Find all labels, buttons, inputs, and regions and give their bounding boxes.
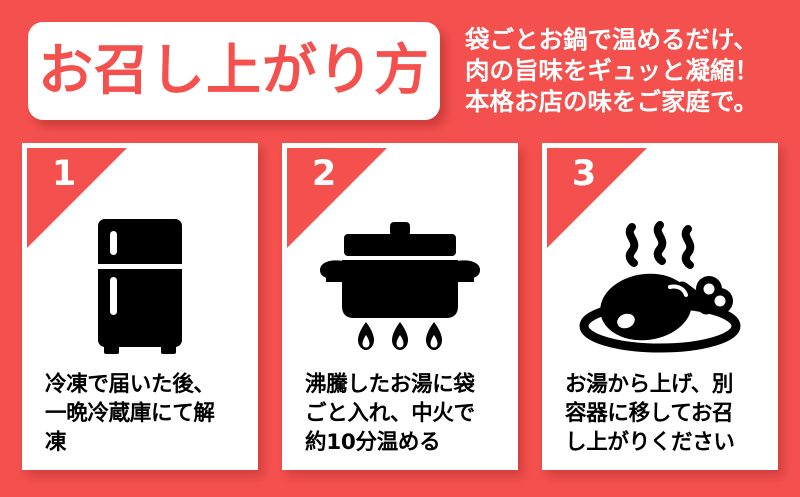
step-text-2-line-3: 約10分温める (305, 430, 441, 455)
header: お召し上がり方 袋ごとお鍋で温めるだけ、 肉の旨味をギュッと凝縮！ 本格お店の味… (0, 0, 800, 135)
step-card-3: 3 (542, 143, 778, 470)
title-badge: お召し上がり方 (28, 22, 440, 120)
step-card-1-inner: 1 冷凍で届いた後、 一晩冷蔵庫にて解 凍 (27, 148, 253, 465)
refrigerator-icon (98, 218, 182, 354)
step-card-2-inner: 2 (287, 148, 513, 465)
step-card-2: 2 (282, 143, 518, 470)
step-number-2: 2 (311, 154, 337, 194)
steps-row: 1 冷凍で届いた後、 一晩冷蔵庫にて解 凍 (0, 143, 800, 473)
step-number-3: 3 (571, 154, 597, 194)
step-icon-area-2 (287, 210, 513, 363)
step-text-1-line-3: 凍 (45, 430, 67, 455)
lede-line-1: 袋ごとお鍋で温めるだけ、 (465, 25, 758, 54)
step-icon-area-3 (547, 210, 773, 363)
step-text-2-line-1: 沸騰したお湯に袋 (305, 372, 475, 397)
step-text-1-line-1: 冷凍で届いた後、 (45, 372, 215, 397)
pot-on-flame-icon (320, 221, 480, 350)
page-title: お召し上がり方 (37, 37, 430, 102)
step-card-3-inner: 3 (547, 148, 773, 465)
step-number-1: 1 (51, 154, 77, 194)
step-card-1: 1 冷凍で届いた後、 一晩冷蔵庫にて解 凍 (22, 143, 258, 470)
step-text-2-line-2: ごと入れ、中火で (305, 401, 475, 426)
lede-line-2: 肉の旨味をギュッと凝縮！ (465, 56, 759, 85)
step-text-3-line-1: お湯から上げ、別 (565, 372, 734, 397)
step-number-corner-2 (287, 148, 387, 248)
step-text-2: 沸騰したお湯に袋 ごと入れ、中火で 約10分温める (305, 370, 503, 457)
step-text-3-line-2: 容器に移してお召 (565, 401, 734, 426)
step-text-1: 冷凍で届いた後、 一晩冷蔵庫にて解 凍 (45, 370, 243, 457)
step-text-3-line-3: し上がりください (565, 430, 735, 455)
lede-line-3: 本格お店の味をご家庭で。 (465, 87, 759, 116)
lede-text-block: 袋ごとお鍋で温めるだけ、 肉の旨味をギュッと凝縮！ 本格お店の味をご家庭で。 (465, 24, 795, 117)
step-text-3: お湯から上げ、別 容器に移してお召 し上がりください (565, 370, 763, 457)
roast-chicken-on-plate-icon (579, 220, 741, 352)
step-icon-area-1 (27, 210, 253, 363)
step-text-1-line-2: 一晩冷蔵庫にて解 (45, 401, 215, 426)
